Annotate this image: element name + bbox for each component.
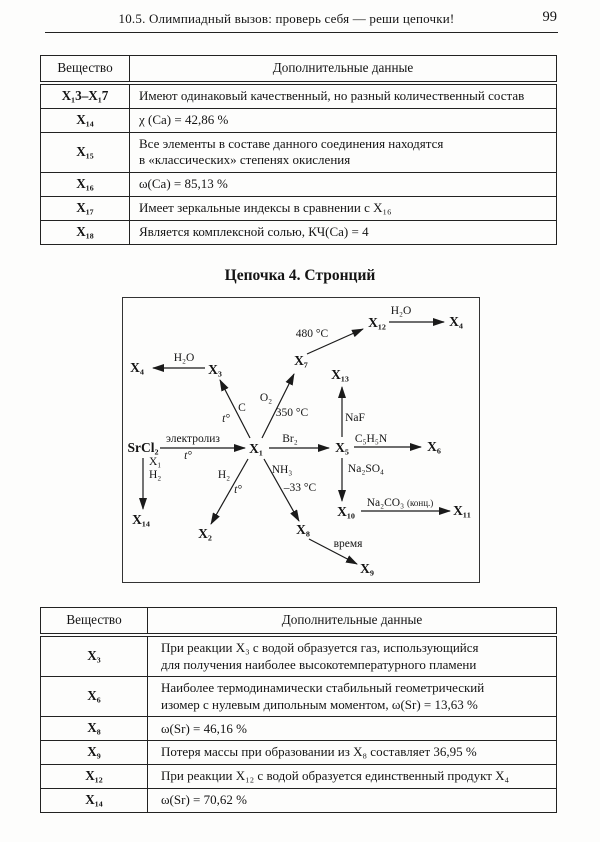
node-x8: X₈ <box>296 522 310 537</box>
node-x4-left: X₄ <box>130 360 144 375</box>
data-cell: ω(Sr) = 70,62 % <box>147 788 557 813</box>
substance-cell: X₉ <box>40 740 148 766</box>
table-row: X₃ При реакции X₃ с водой образуется газ… <box>40 634 557 678</box>
diagram-arrows <box>139 318 451 565</box>
table-additional-data-1: Вещество Дополнительные данные X₁3–X₁7 И… <box>40 54 557 245</box>
node-x4-top: X₄ <box>449 314 463 329</box>
data-cell: Является комплексной солью, КЧ(Ca) = 4 <box>129 219 557 245</box>
data-cell: Имеет зеркальные индексы в сравнении с X… <box>129 195 557 221</box>
page-number: 99 <box>542 9 558 25</box>
table-row: X₁₄ χ (Ca) = 42,86 % <box>40 107 557 133</box>
column-header-substance: Вещество <box>40 606 148 637</box>
label-vremya: время <box>333 538 363 550</box>
node-x6: X₆ <box>427 439 441 454</box>
data-cell: χ (Ca) = 42,86 % <box>129 107 557 133</box>
label-na2co3-conc: (конц.) <box>406 498 434 508</box>
node-x2: X₂ <box>198 526 212 541</box>
substance-cell: X₁₄ <box>40 107 130 133</box>
node-x1: X₁ <box>249 441 263 456</box>
label-c5h5n: C₅H₅N <box>354 433 388 445</box>
label-t-lower: t° <box>234 484 242 496</box>
table-row: X₉ Потеря массы при образовании из X₈ со… <box>40 740 557 766</box>
label-480c: 480 °C <box>295 328 329 340</box>
data-cell: При реакции X₃ с водой образуется газ, и… <box>147 634 557 678</box>
table-row: X₁₂ При реакции X₁₂ с водой образуется е… <box>40 764 557 790</box>
label-minus33c: –33 °C <box>283 482 317 494</box>
table-row: X₁₆ ω(Ca) = 85,13 % <box>40 171 557 197</box>
node-x10: X₁₀ <box>337 504 355 519</box>
substance-cell: X₁₇ <box>40 195 130 221</box>
label-naf: NaF <box>345 412 365 424</box>
substance-cell: X₁3–X₁7 <box>40 82 130 109</box>
arrow-x1-x7 <box>261 373 295 439</box>
data-cell: Все элементы в составе данного соединени… <box>129 131 557 173</box>
label-h2o-left: H₂O <box>173 352 195 364</box>
label-na2co3: Na₂CO₃ (конц.) <box>367 497 434 509</box>
node-x14: X₁₄ <box>132 512 150 527</box>
table-row: X₁₅ Все элементы в составе данного соеди… <box>40 131 557 173</box>
arrow-x8-x9 <box>308 538 358 565</box>
substance-cell: X₁₄ <box>40 788 148 813</box>
table-header-row: Вещество Дополнительные данные <box>40 54 557 85</box>
table-row: X₈ ω(Sr) = 46,16 % <box>40 716 557 742</box>
substance-cell: X₁₆ <box>40 171 130 197</box>
node-x9: X₉ <box>360 561 374 576</box>
table-row: X₁3–X₁7 Имеют одинаковый качественный, н… <box>40 82 557 109</box>
running-head: 10.5. Олимпиадный вызов: проверь себя — … <box>45 9 558 33</box>
substance-cell: X₈ <box>40 716 148 742</box>
label-t-mid: t° <box>184 450 192 462</box>
substance-cell: X₆ <box>40 676 148 718</box>
node-x3: X₃ <box>208 362 222 377</box>
data-cell: ω(Sr) = 46,16 % <box>147 716 557 742</box>
data-cell: Имеют одинаковый качественный, но разный… <box>129 82 557 109</box>
arrow-x1-x8 <box>263 458 300 522</box>
reaction-chain-diagram: SrCl₂ X₁ X₂ X₃ X₄ X₄ X₅ X₆ X₇ X₈ X₉ X₁₀ … <box>122 297 480 583</box>
column-header-substance: Вещество <box>40 54 130 85</box>
table-row: X₁₈ Является комплексной солью, КЧ(Ca) =… <box>40 219 557 245</box>
table-row: X₁₇ Имеет зеркальные индексы в сравнении… <box>40 195 557 221</box>
node-x5: X₅ <box>335 440 349 455</box>
label-carbon: C <box>238 402 246 414</box>
substance-cell: X₁₅ <box>40 131 130 173</box>
substance-cell: X₁₂ <box>40 764 148 790</box>
label-na2so4: Na₂SO₄ <box>347 463 385 475</box>
column-header-data: Дополнительные данные <box>147 606 557 637</box>
label-h2-side: H₂ <box>149 469 162 481</box>
data-cell: При реакции X₁₂ с водой образуется единс… <box>147 764 557 790</box>
column-header-data: Дополнительные данные <box>129 54 557 85</box>
arrow-x1-x2 <box>210 458 249 525</box>
node-x11: X₁₁ <box>453 503 471 518</box>
substance-cell: X₁₈ <box>40 219 130 245</box>
label-na2co3-formula: Na₂CO₃ <box>366 497 405 509</box>
label-o2: O₂ <box>259 392 273 404</box>
data-cell: ω(Ca) = 85,13 % <box>129 171 557 197</box>
label-nh3: NH₃ <box>271 464 293 476</box>
data-cell: Наиболее термодинамически стабильный гео… <box>147 676 557 718</box>
label-h2-lower: H₂ <box>217 469 231 481</box>
label-br2: Br₂ <box>282 433 298 445</box>
table-row: X₁₄ ω(Sr) = 70,62 % <box>40 788 557 813</box>
node-x13: X₁₃ <box>331 367 349 382</box>
chain-title: Цепочка 4. Стронций <box>224 267 376 284</box>
table-header-row: Вещество Дополнительные данные <box>40 606 557 637</box>
data-cell: Потеря массы при образовании из X₈ соста… <box>147 740 557 766</box>
arrow-x1-x3 <box>219 379 251 439</box>
label-h2o-top: H₂O <box>390 305 412 317</box>
table-row: X₆ Наиболее термодинамически стабильный … <box>40 676 557 718</box>
substance-cell: X₃ <box>40 634 148 678</box>
label-x1-side: X₁ <box>149 456 162 468</box>
label-350c: 350 °C <box>275 407 309 419</box>
table-additional-data-2: Вещество Дополнительные данные X₃ При ре… <box>40 606 557 813</box>
label-electrolysis: электролиз <box>166 433 220 445</box>
arrow-x7-x12 <box>306 328 364 355</box>
node-x12: X₁₂ <box>368 315 386 330</box>
node-srcl2: SrCl₂ <box>127 440 159 455</box>
section-title: 10.5. Олимпиадный вызов: проверь себя — … <box>118 11 455 26</box>
node-x7: X₇ <box>294 353 308 368</box>
label-t-upper: t° <box>222 413 230 425</box>
